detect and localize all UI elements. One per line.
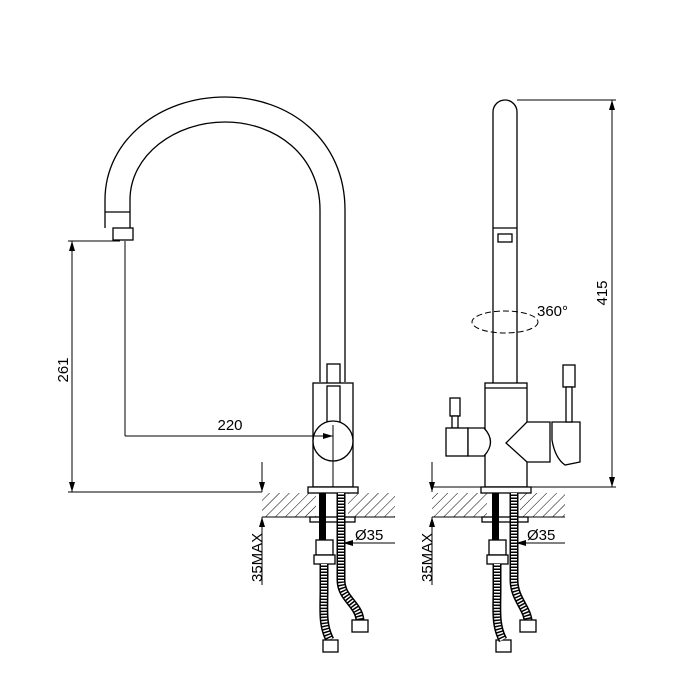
countertop	[262, 493, 316, 517]
rotation-label: 360°	[537, 303, 568, 320]
dim-total-height-label: 415	[594, 280, 611, 305]
spout	[104, 96, 346, 382]
nut	[488, 539, 507, 556]
hose	[319, 564, 335, 643]
dim-hole-label: Ø35	[355, 527, 383, 544]
shank	[492, 493, 499, 540]
dim-height-label: 261	[55, 357, 72, 382]
shank	[319, 493, 326, 540]
nozzle	[112, 227, 134, 241]
base-plate	[480, 486, 532, 494]
left-handle	[445, 427, 469, 457]
dim-counter-label: 35MAX	[419, 533, 436, 582]
dim-hole-label: Ø35	[527, 527, 555, 544]
countertop	[432, 493, 487, 517]
base-plate	[307, 486, 359, 494]
rotation-indicator	[471, 310, 539, 334]
right-handle	[505, 421, 551, 463]
right-lever	[562, 364, 576, 388]
side-view: 360° 415 35MAX Ø35	[419, 99, 616, 653]
nut	[315, 539, 334, 556]
left-lever	[449, 397, 461, 417]
dim-counter-label: 35MAX	[249, 533, 266, 582]
dim-reach-label: 220	[217, 417, 242, 434]
front-view: 261 220 35MAX Ø35	[55, 96, 395, 653]
